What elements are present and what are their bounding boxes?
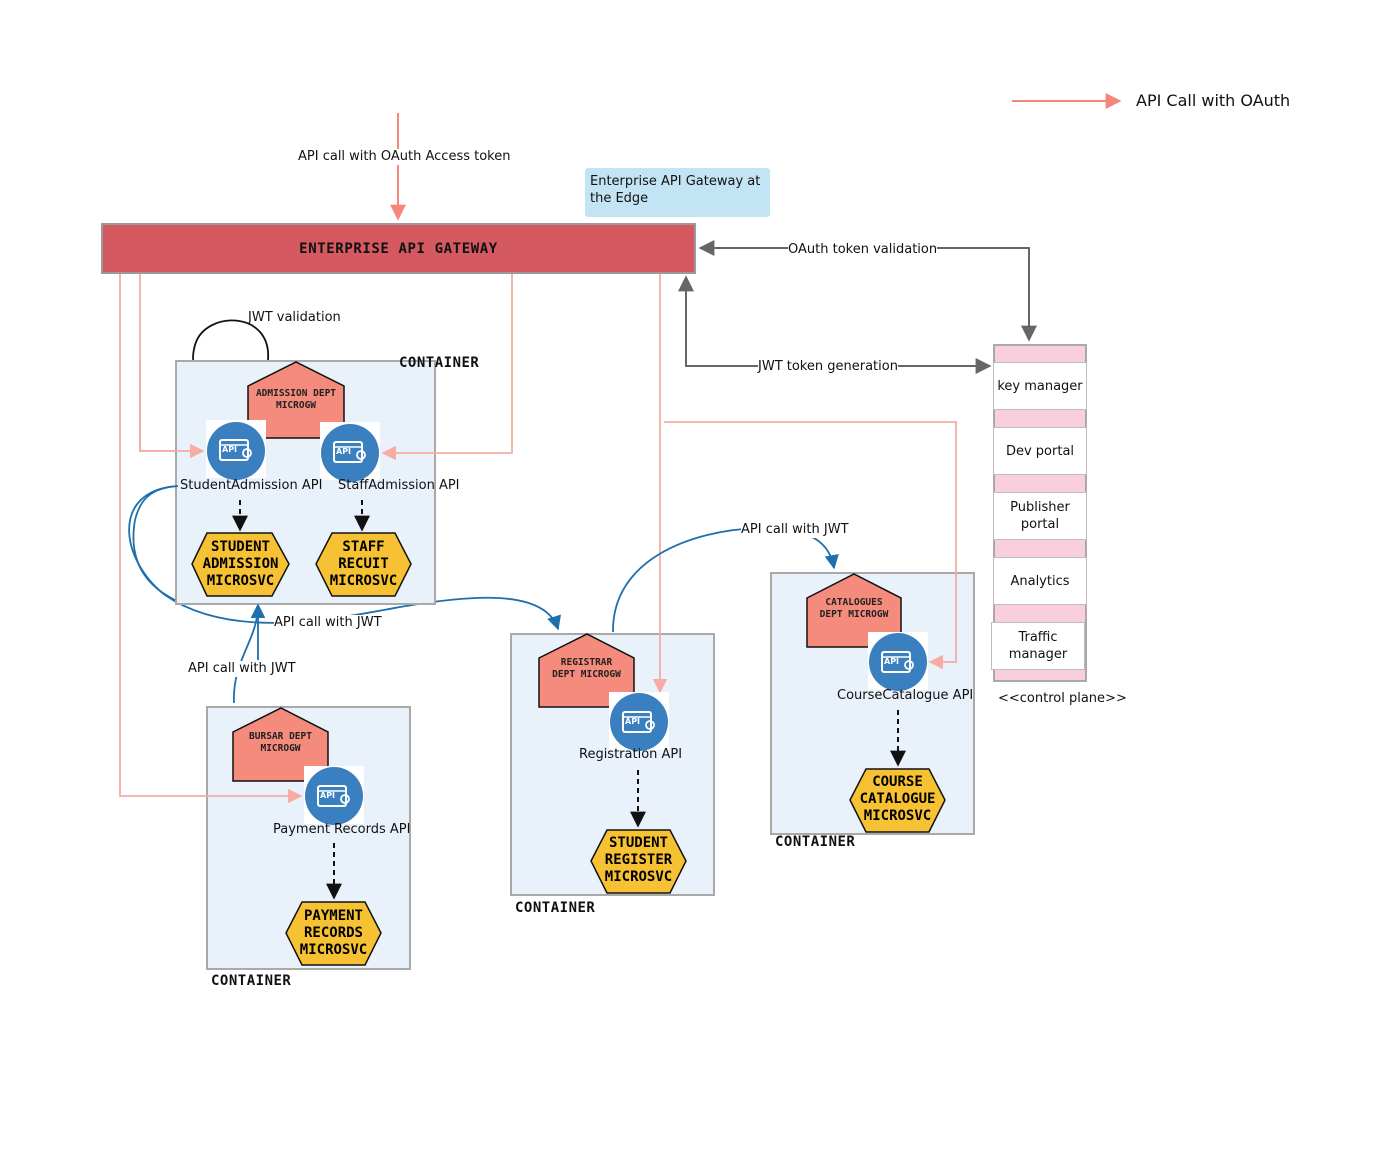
gateway-note: Enterprise API Gateway at the Edge: [585, 168, 770, 217]
api-icon-text: API: [320, 791, 336, 800]
control-plane-label: <<control plane>>: [998, 691, 1127, 706]
control-plane-traffic-manager: Traffic manager: [991, 622, 1085, 670]
jwt-call-label-admission-registrar: API call with JWT: [274, 615, 382, 631]
admission-microgw-label: ADMISSION DEPT MICROGW: [255, 388, 337, 411]
registrar-container-label: CONTAINER: [515, 900, 596, 916]
course-catalogue-microsvc-label: COURSE CATALOGUE MICROSVC: [859, 774, 936, 824]
registration-api-icon: [609, 692, 669, 751]
jwt-generation-label: JWT token generation: [758, 359, 898, 375]
oauth-validation-label: OAuth token validation: [788, 242, 938, 258]
student-register-microsvc-label: STUDENT REGISTER MICROSVC: [604, 835, 673, 885]
enterprise-api-gateway: ENTERPRISE API GATEWAY: [101, 223, 696, 274]
registrar-microgw-label: REGISTRAR DEPT MICROGW: [552, 657, 621, 680]
control-plane-dev-portal: Dev portal: [993, 427, 1087, 475]
legend-label: API Call with OAuth: [1136, 91, 1291, 110]
api-icon-text: API: [884, 657, 900, 666]
catalogues-container-label: CONTAINER: [775, 834, 856, 850]
bursar-microgw-shape: [232, 707, 329, 782]
staff-admission-api-label: StaffAdmission API: [338, 478, 460, 493]
payment-records-api-label: Payment Records API: [273, 822, 411, 837]
bursar-container-label: CONTAINER: [211, 973, 292, 989]
jwt-validation-label: JWT validation: [248, 310, 341, 325]
course-catalogue-api-icon: [868, 632, 928, 691]
student-admission-api-label: StudentAdmission API: [180, 478, 323, 493]
student-admission-microsvc-label: STUDENT ADMISSION MICROSVC: [202, 539, 279, 589]
jwt-call-label-registrar-catalogues: API call with JWT: [741, 522, 849, 538]
student-admission-microsvc-shape: [191, 532, 290, 597]
course-catalogue-microsvc-shape: [849, 768, 946, 833]
control-plane-key-manager: key manager: [993, 362, 1087, 410]
registration-api-label: Registration API: [579, 747, 683, 762]
catalogues-microgw-shape: [806, 573, 902, 648]
staff-admission-api-icon: [320, 422, 380, 482]
gateway-note-text: Enterprise API Gateway at the Edge: [590, 174, 761, 206]
bursar-microgw-label: BURSAR DEPT MICROGW: [249, 731, 312, 754]
admission-container-label: CONTAINER: [399, 355, 480, 371]
api-icon-text: API: [625, 717, 641, 726]
staff-recruit-microsvc-label: STAFF RECUIT MICROSVC: [329, 539, 398, 589]
gateway-label: ENTERPRISE API GATEWAY: [299, 240, 498, 257]
student-register-microsvc-shape: [590, 829, 687, 894]
student-admission-api-icon: [206, 420, 266, 480]
payment-records-microsvc-label: PAYMENT RECORDS MICROSVC: [299, 908, 368, 958]
jwt-call-label-bursar-admission: API call with JWT: [188, 661, 296, 677]
control-plane-analytics: Analytics: [993, 557, 1087, 605]
course-catalogue-api-label: CourseCatalogue API: [837, 688, 974, 703]
incoming-call-label: API call with OAuth Access token: [298, 149, 511, 165]
jwt-call-registrar-to-catalogues: [612, 527, 839, 633]
api-icon-text: API: [222, 445, 238, 454]
payment-records-microsvc-shape: [285, 901, 382, 966]
catalogues-microgw-label: CATALOGUES DEPT MICROGW: [819, 597, 889, 620]
payment-records-api-icon: [304, 766, 364, 825]
api-icon-text: API: [336, 447, 352, 456]
registrar-microgw-shape: [538, 633, 635, 708]
staff-recruit-microsvc-shape: [315, 532, 412, 597]
control-plane-publisher-portal: Publisher portal: [993, 492, 1087, 540]
